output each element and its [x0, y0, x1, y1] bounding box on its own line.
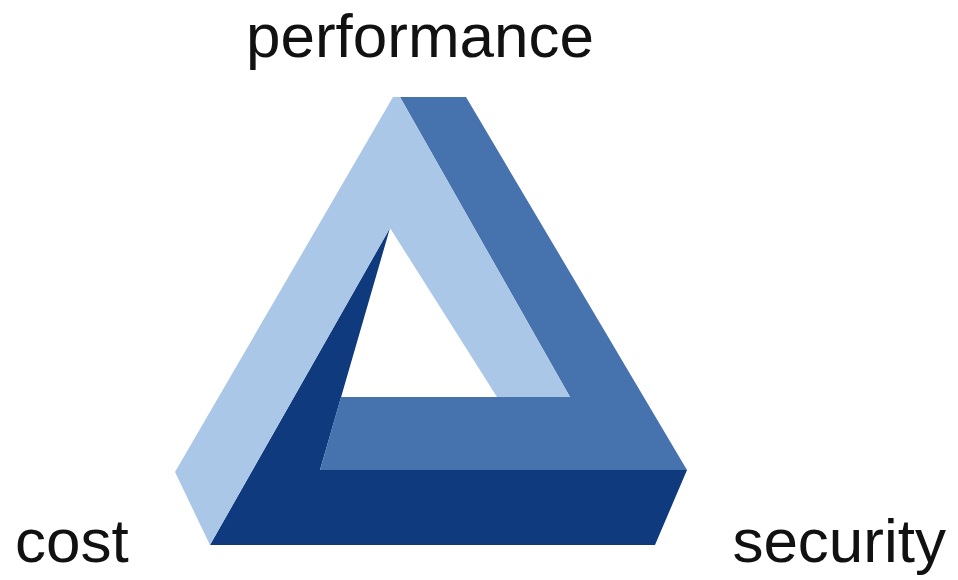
axis-label: security [732, 505, 946, 576]
axis-label: cost [15, 505, 129, 576]
light-face [175, 97, 570, 545]
axis-label: performance [246, 0, 594, 71]
